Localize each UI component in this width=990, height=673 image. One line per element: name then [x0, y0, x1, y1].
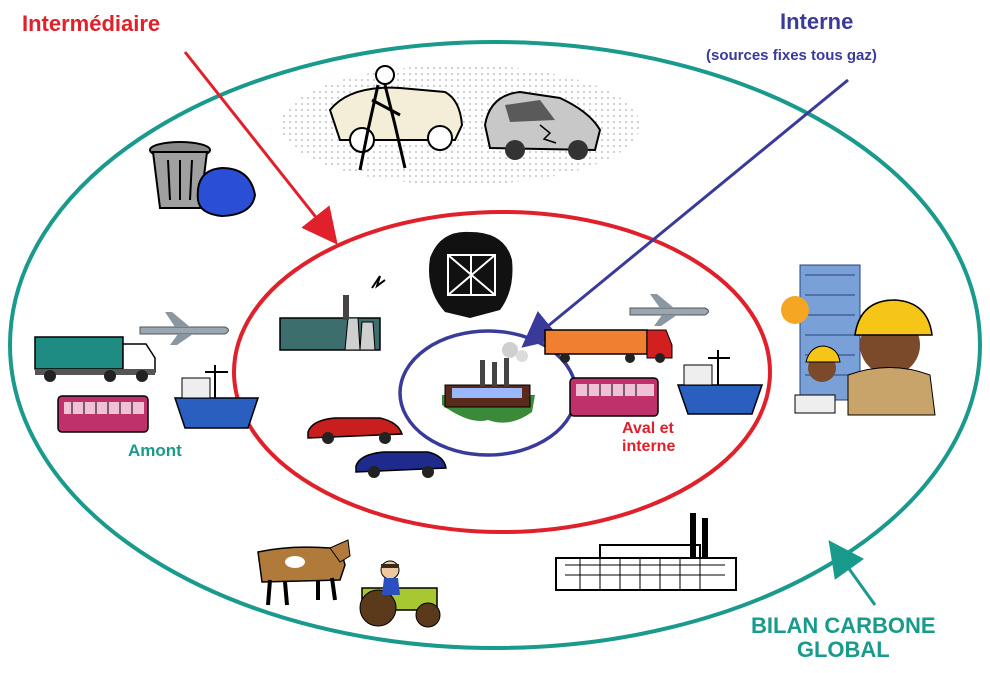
intermediaire-arrow — [183, 51, 338, 245]
train-icon — [57, 395, 149, 433]
car-icon — [355, 451, 447, 478]
crashed-car-icon — [483, 90, 602, 160]
cow-icon — [257, 539, 351, 606]
bilan-arrow — [828, 540, 877, 606]
global-ellipse — [8, 40, 982, 650]
trash-bin-icon — [149, 141, 257, 218]
intermediaire-ellipse — [232, 210, 772, 534]
interne-arrow — [521, 78, 849, 348]
airplane-icon — [629, 294, 709, 326]
truck-icon — [34, 336, 156, 382]
power-plant-icon — [279, 275, 386, 351]
tractor-icon — [359, 560, 441, 628]
factory-icon — [442, 342, 535, 423]
bilan-carbone-label: BILAN CARBONE GLOBAL — [751, 613, 936, 663]
aval-label: Aval et interne — [622, 420, 675, 455]
airplane-icon — [139, 312, 229, 345]
interne-label: Interne — [780, 9, 854, 34]
bilan-label-line1: BILAN CARBONE — [751, 613, 936, 638]
train-icon — [569, 377, 659, 417]
industrial-building-icon — [555, 513, 737, 591]
construction-workers-icon — [781, 264, 936, 416]
brain-icon — [429, 231, 513, 318]
amont-label: Amont — [128, 441, 182, 460]
intermediaire-label: Intermédiaire — [22, 11, 161, 36]
car-repair-icon — [328, 65, 464, 171]
aval-label-line2: interne — [622, 437, 676, 455]
aval-label-line1: Aval et — [622, 420, 674, 437]
ship-icon — [173, 365, 260, 429]
truck-icon — [544, 329, 673, 363]
ship-icon — [676, 350, 764, 415]
bilan-label-line2: GLOBAL — [796, 637, 890, 663]
interne-sublabel: (sources fixes tous gaz) — [706, 47, 877, 64]
car-icon — [307, 417, 404, 444]
